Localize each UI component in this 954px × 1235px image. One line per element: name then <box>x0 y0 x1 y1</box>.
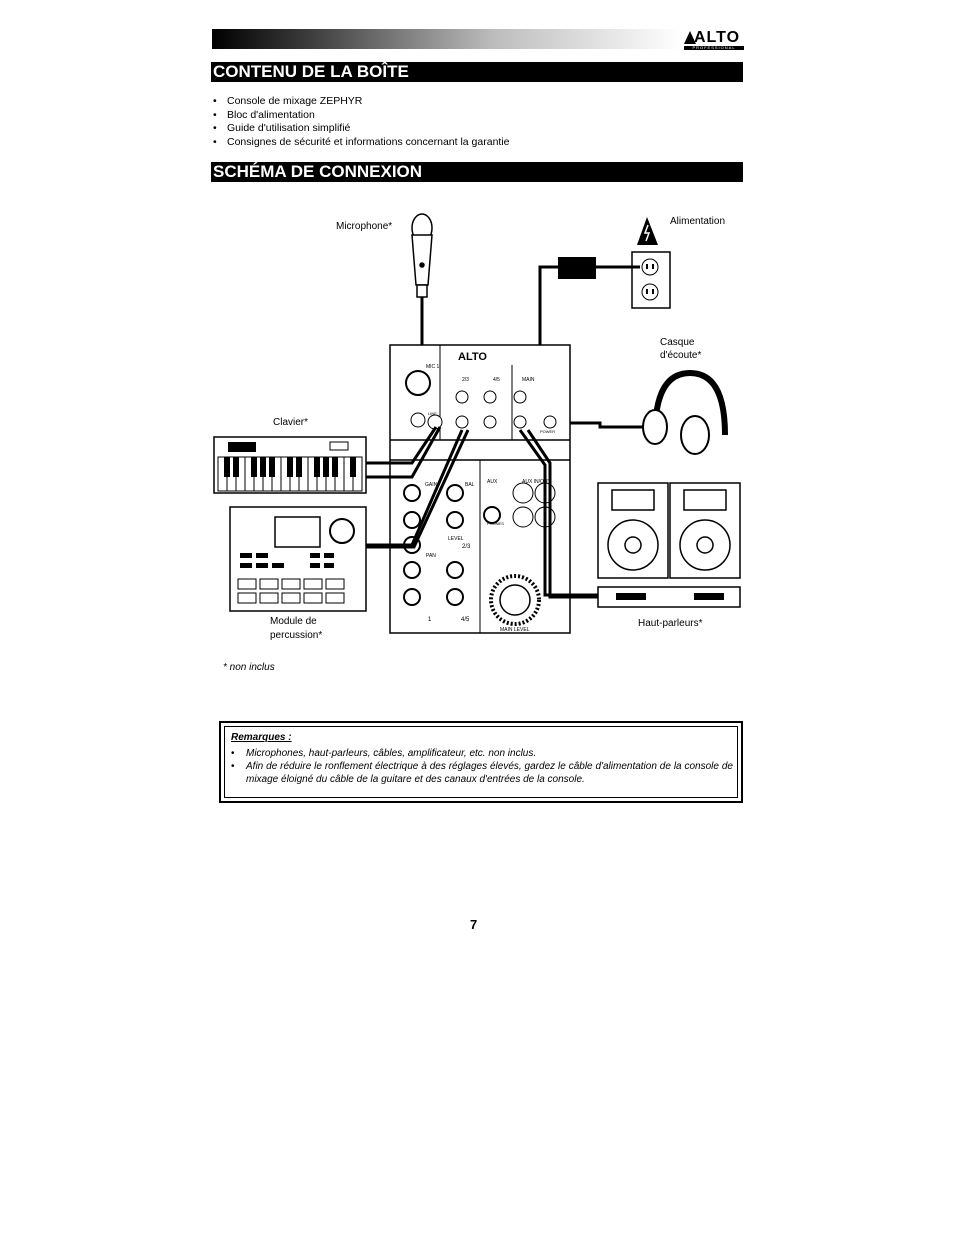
label-speakers: Haut-parleurs* <box>638 618 703 629</box>
mixer-label-23: 2/3 <box>462 377 469 383</box>
remarks-title: Remarques : <box>231 732 292 743</box>
mixer-label-pan: PAN <box>426 553 436 559</box>
connection-diagram: ALTO MIC 1 2/3 4/5 MAIN LINE POWER GAIN … <box>200 195 760 660</box>
footnote-not-included: * non inclus <box>223 662 275 673</box>
mixer-label-main: MAIN <box>522 377 535 383</box>
mixer-label-level: LEVEL <box>448 536 464 542</box>
amplifier-icon <box>597 586 741 608</box>
remarks-item: Microphones, haut-parleurs, câbles, ampl… <box>231 747 733 760</box>
mixer-logo: ALTO <box>458 351 487 363</box>
connection-diagram-svg: ALTO MIC 1 2/3 4/5 MAIN LINE POWER GAIN … <box>213 213 741 634</box>
warning-triangle-icon <box>637 217 658 245</box>
mixer-label-45-bottom: 4/5 <box>461 617 470 623</box>
alto-logo: ALTO PROFESSIONAL <box>684 29 744 51</box>
headphones-icon <box>642 369 728 455</box>
label-headphones-line2: d'écoute* <box>660 350 702 361</box>
label-headphones-line1: Casque <box>660 337 695 348</box>
label-drum-line1: Module de <box>270 616 317 627</box>
speakers-icon <box>597 482 741 579</box>
mixer-label-line: LINE <box>428 411 437 416</box>
mixer-label-power: POWER <box>540 429 555 434</box>
mixer-label-45: 4/5 <box>493 377 500 383</box>
logo-text: ALTO <box>694 29 741 46</box>
power-outlet-icon <box>631 251 671 309</box>
mixer-label-23-bottom: 2/3 <box>462 544 471 550</box>
microphone-icon <box>411 213 433 298</box>
box-contents-list: Console de mixage ZEPHYR Bloc d'alimenta… <box>213 95 510 149</box>
list-item: Consignes de sécurité et informations co… <box>213 136 510 150</box>
logo-subtext: PROFESSIONAL <box>684 46 744 50</box>
mixer-label-ch1: 1 <box>428 617 432 623</box>
remarks-box: Remarques : Microphones, haut-parleurs, … <box>219 721 743 803</box>
list-item: Console de mixage ZEPHYR <box>213 95 510 109</box>
mixer-console: ALTO MIC 1 2/3 4/5 MAIN LINE POWER GAIN … <box>389 344 571 634</box>
keyboard-icon <box>213 436 367 494</box>
header-gradient-bar <box>212 29 682 49</box>
label-microphone: Microphone* <box>336 221 393 232</box>
section-title-connection-diagram: SCHÉMA DE CONNEXION <box>211 162 743 182</box>
label-drum-line2: percussion* <box>270 630 323 641</box>
section-title-box-contents: CONTENU DE LA BOÎTE <box>211 62 743 82</box>
page-number: 7 <box>470 917 478 932</box>
mixer-label-gain: GAIN <box>425 482 438 488</box>
list-item: Guide d'utilisation simplifié <box>213 122 510 136</box>
remarks-item: Afin de réduire le ronflement électrique… <box>231 760 733 786</box>
power-adapter-icon <box>538 257 640 345</box>
list-item: Bloc d'alimentation <box>213 109 510 123</box>
cables <box>366 426 598 599</box>
mixer-label-main-level: MAIN LEVEL <box>500 627 530 633</box>
label-keyboard: Clavier* <box>273 417 309 428</box>
mixer-label-aux-inout: AUX IN/OUT <box>522 479 551 485</box>
mixer-label-bal: BAL <box>465 482 475 488</box>
label-power: Alimentation <box>670 216 726 227</box>
mixer-label-phones: PHONES <box>487 521 504 526</box>
mixer-label-mic1: MIC 1 <box>426 364 440 370</box>
logo-triangle-icon <box>684 31 696 44</box>
drum-module-icon <box>229 506 367 612</box>
mixer-label-aux: AUX <box>487 479 498 485</box>
